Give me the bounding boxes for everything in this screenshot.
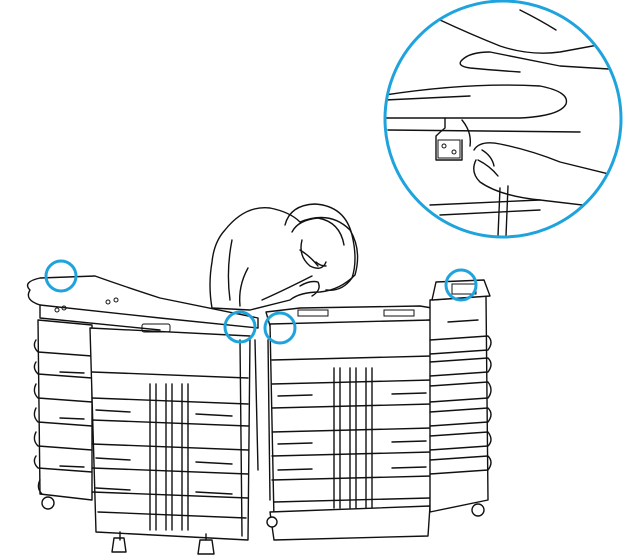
- right-side-cap: [431, 279, 491, 301]
- right-case-wheel-left: [266, 516, 278, 528]
- zoom-detail-circle: [383, 0, 623, 239]
- left-case-front: [89, 327, 251, 541]
- left-case-front-wheel-2: [197, 539, 215, 555]
- left-counter-top: [26, 275, 259, 329]
- left-side-ribs: [33, 339, 93, 495]
- person-figure: [209, 203, 359, 501]
- left-case-front-wheel-1: [111, 537, 127, 553]
- callout-center-joint-left: [223, 310, 257, 344]
- callout-center-joint-right: [263, 311, 297, 345]
- left-case: [26, 275, 259, 555]
- zoom-detail: [383, 0, 623, 239]
- callouts: [44, 259, 478, 345]
- right-case-wheel-right: [471, 503, 485, 517]
- callout-left-counter-top: [44, 259, 78, 293]
- left-case-wheel: [41, 496, 55, 510]
- callout-right-case-top: [444, 268, 478, 302]
- zoom-detail-content: [385, 9, 621, 237]
- right-case: [265, 279, 492, 541]
- right-case-front: [269, 319, 433, 521]
